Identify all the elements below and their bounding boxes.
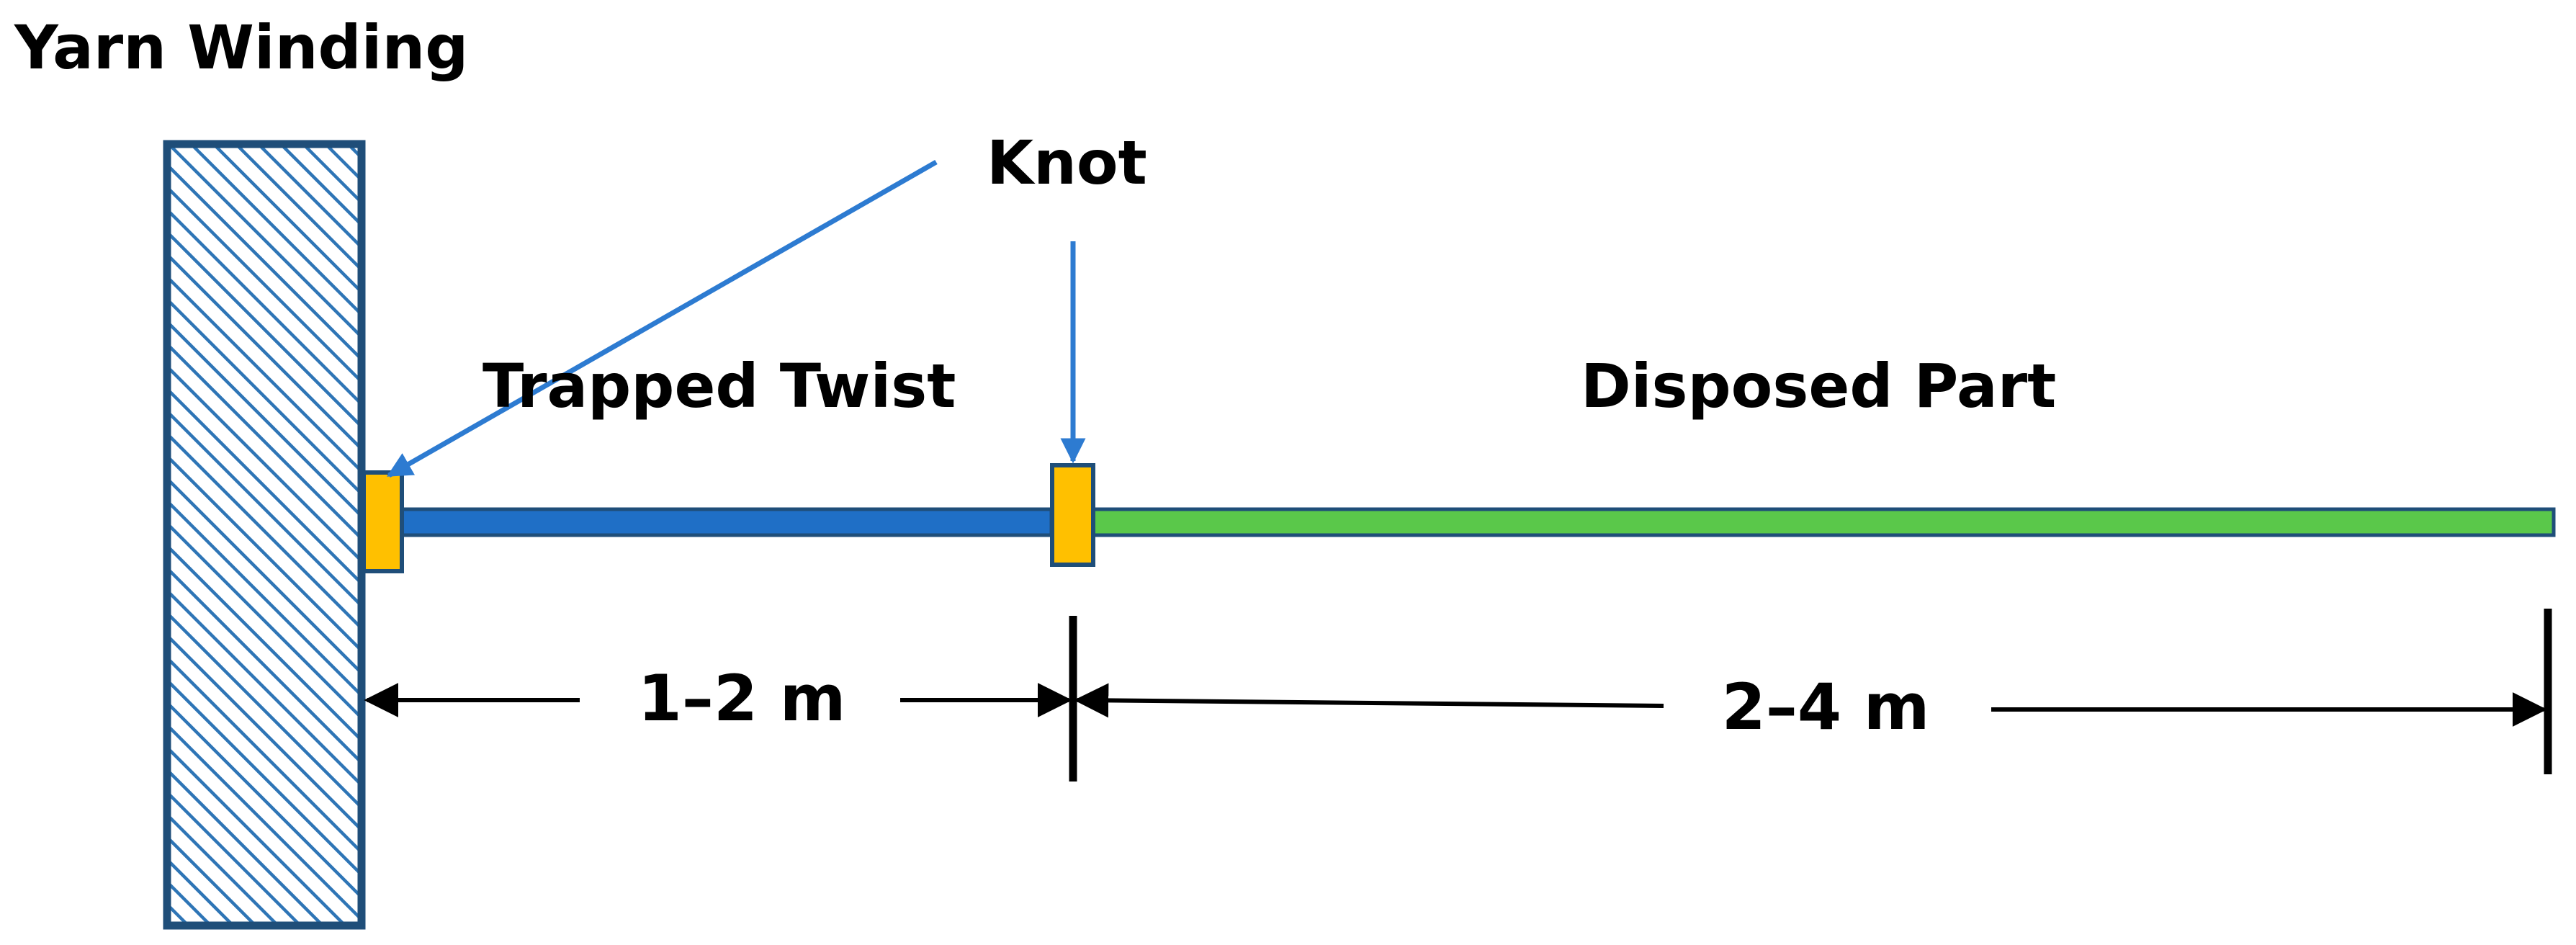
knot-arrow-diagonal [386,159,938,478]
disposed-yarn-segment [1091,507,2556,537]
dimension-trapped-label: 1–2 m [638,661,846,735]
trapped-twist-label: Trapped Twist [483,351,956,421]
disposed-part-label: Disposed Part [1581,351,2056,421]
diagram-title: Yarn Winding [14,12,468,83]
knot-label: Knot [987,127,1147,198]
dimension-arrow-disposed-left [1074,683,1664,718]
knot-between-segments [1050,463,1095,567]
trapped-yarn-segment [398,507,1054,537]
dimension-disposed-label: 2–4 m [1722,670,1930,744]
yarn-package [163,140,366,930]
knot-at-package [362,470,404,573]
